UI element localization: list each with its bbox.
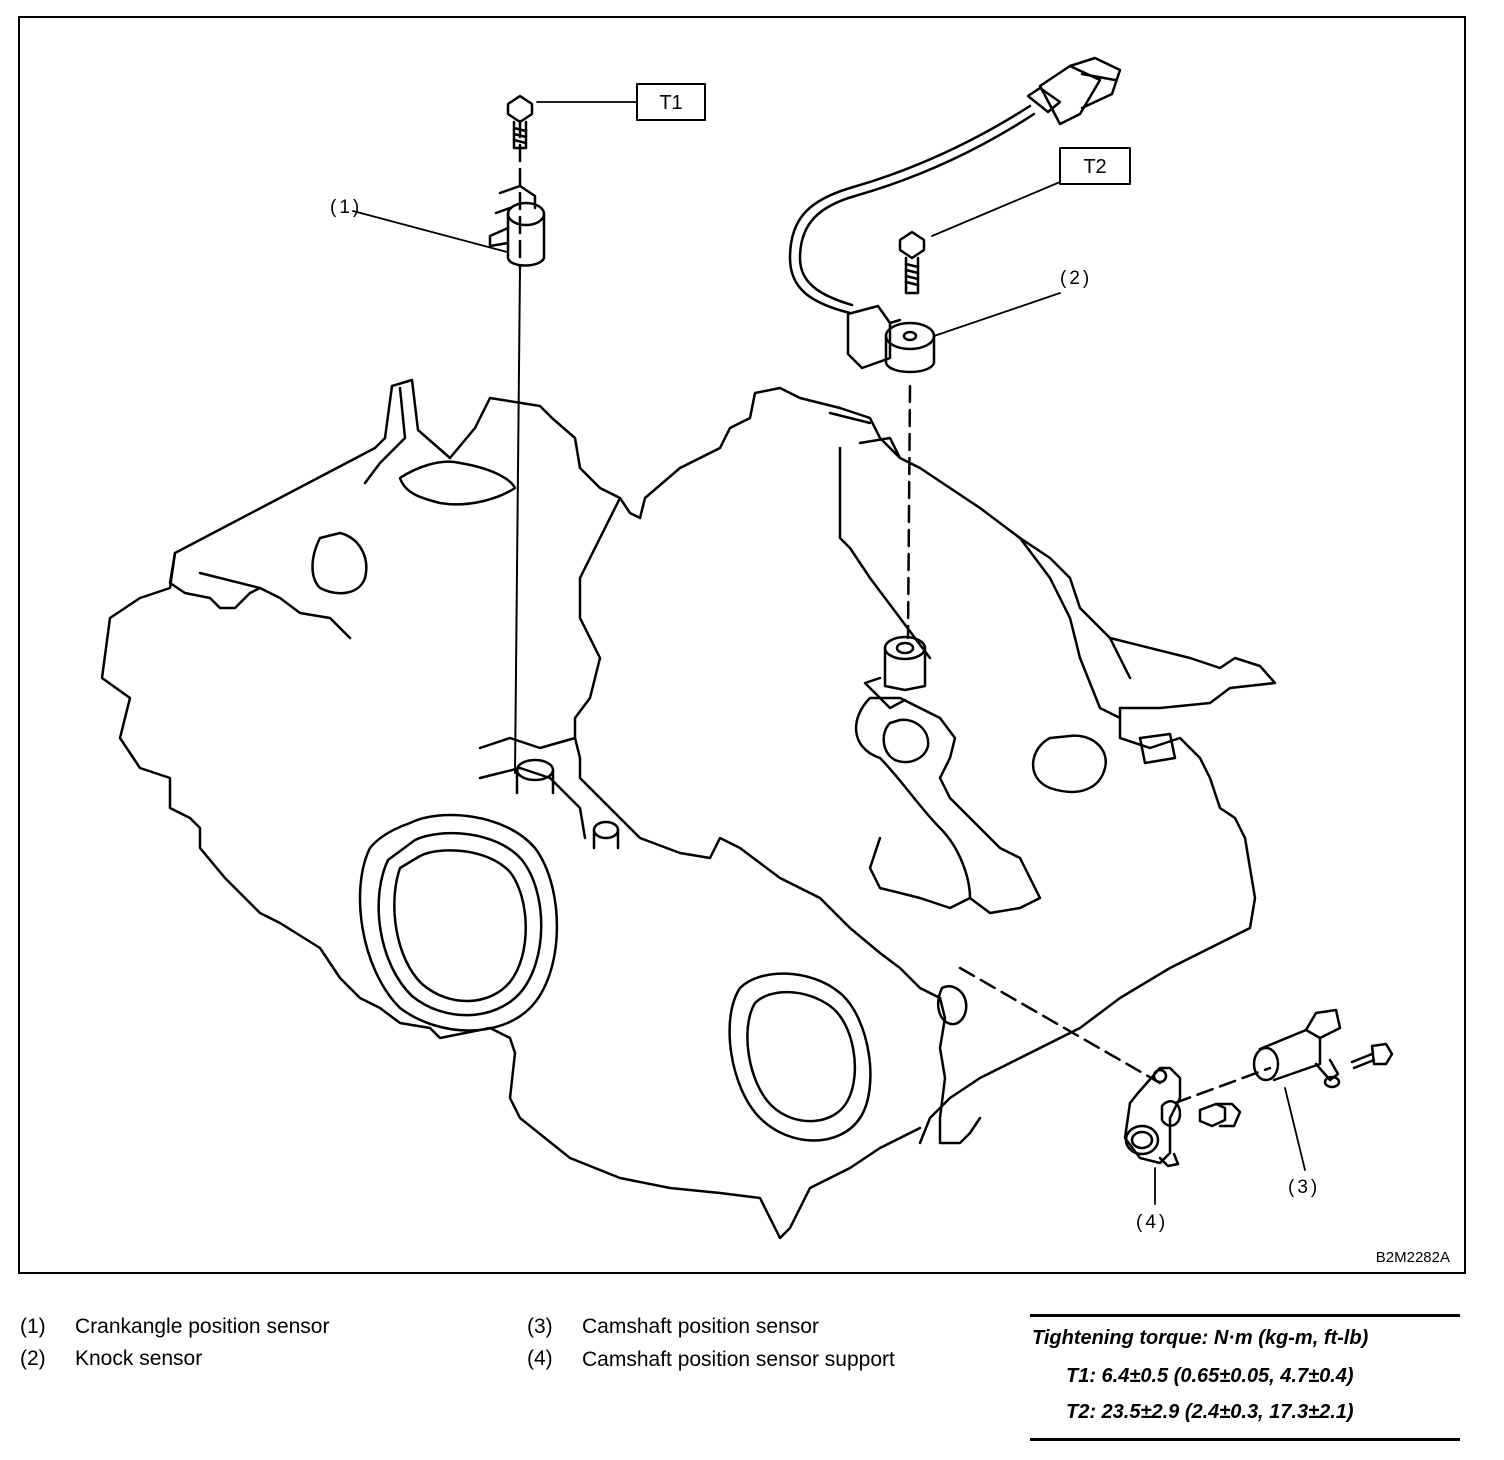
knock-sensor-harness bbox=[788, 56, 1122, 315]
crank-pulley bbox=[358, 766, 587, 1032]
legend-num: (2) bbox=[20, 1347, 46, 1370]
legend-num: (1) bbox=[20, 1315, 46, 1338]
torque-tags bbox=[636, 83, 1131, 185]
callout-4: (4) bbox=[1136, 1212, 1168, 1233]
crank-sensor-boss bbox=[515, 758, 620, 850]
torque-title: Tightening torque: N·m (kg-m, ft-lb) bbox=[1032, 1327, 1369, 1349]
knock-sensor bbox=[846, 304, 936, 374]
torque-t2: T2: 23.5±2.9 (2.4±0.3, 17.3±2.1) bbox=[1066, 1401, 1354, 1423]
figure-id: B2M2282A bbox=[1376, 1249, 1450, 1266]
callout-2: (2) bbox=[1060, 268, 1092, 289]
engine-drawing: T1 T2 (1) (2) (3) (4) B2M2282A bbox=[100, 56, 1450, 1266]
alignment-lines bbox=[514, 119, 1272, 1105]
tag-box-t2 bbox=[1059, 147, 1131, 185]
camshaft-sensor-support bbox=[1123, 1066, 1182, 1168]
torque-t1: T1: 6.4±0.5 (0.65±0.05, 4.7±0.4) bbox=[1066, 1365, 1354, 1387]
legend-text: Camshaft position sensor support bbox=[582, 1348, 895, 1371]
tag-t1-label: T1 bbox=[659, 92, 682, 114]
leader-lines bbox=[352, 101, 1306, 1205]
tag-box-t1 bbox=[636, 83, 706, 121]
support-bolt bbox=[1198, 1102, 1242, 1128]
callout-1: (1) bbox=[330, 197, 362, 218]
legend-text: Camshaft position sensor bbox=[582, 1315, 819, 1338]
legend-left: (1) Crankangle position sensor (2) Knock… bbox=[20, 1311, 480, 1411]
engine-sensor-diagram: T1 T2 (1) (2) (3) (4) B2M2282A bbox=[18, 16, 1466, 1274]
tightening-torque-box: Tightening torque: N·m (kg-m, ft-lb) T1:… bbox=[1030, 1314, 1460, 1441]
legend-text: Knock sensor bbox=[75, 1347, 203, 1370]
sensor-bolt bbox=[1350, 1042, 1394, 1070]
bolt-t2 bbox=[898, 230, 926, 295]
legend-text: Crankangle position sensor bbox=[75, 1315, 330, 1338]
legend-right: (3) Camshaft position sensor (4) Camshaf… bbox=[527, 1311, 967, 1411]
legend-num: (3) bbox=[527, 1315, 553, 1338]
bolt-t1 bbox=[506, 94, 534, 150]
tag-t2-label: T2 bbox=[1083, 156, 1106, 178]
knock-sensor-boss bbox=[863, 635, 927, 710]
crank-angle-sensor bbox=[488, 184, 546, 267]
callout-3: (3) bbox=[1288, 1177, 1320, 1198]
engine-block bbox=[100, 378, 1277, 1240]
legend-num: (4) bbox=[527, 1347, 553, 1370]
camshaft-position-sensor bbox=[1252, 1008, 1342, 1089]
